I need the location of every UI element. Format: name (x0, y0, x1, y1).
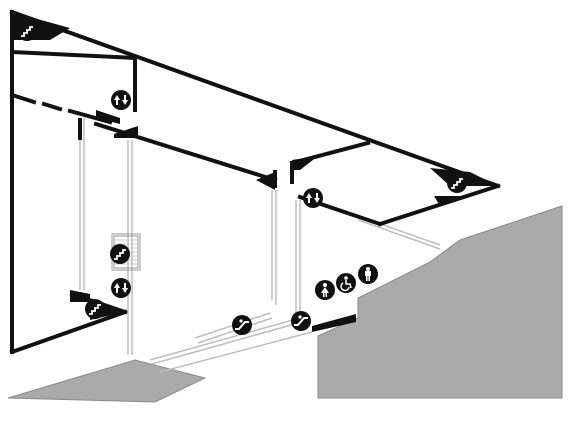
accessible-restroom-icon[interactable] (336, 273, 356, 293)
elevator-icon[interactable] (111, 278, 131, 298)
stairs-icon[interactable] (17, 21, 37, 41)
escalator-icon[interactable] (291, 311, 311, 331)
stairs-icon[interactable] (447, 173, 467, 193)
ground-slab-right (317, 205, 563, 399)
ground-slab-left (7, 359, 207, 403)
stairs-icon[interactable] (110, 244, 130, 264)
male-restroom-icon[interactable] (358, 264, 378, 284)
elevator-icon[interactable] (111, 90, 131, 110)
stairs-icon[interactable] (85, 299, 105, 319)
escalator-icon[interactable] (232, 315, 252, 335)
elevator-icon[interactable] (303, 188, 323, 208)
female-restroom-icon[interactable] (315, 280, 335, 300)
